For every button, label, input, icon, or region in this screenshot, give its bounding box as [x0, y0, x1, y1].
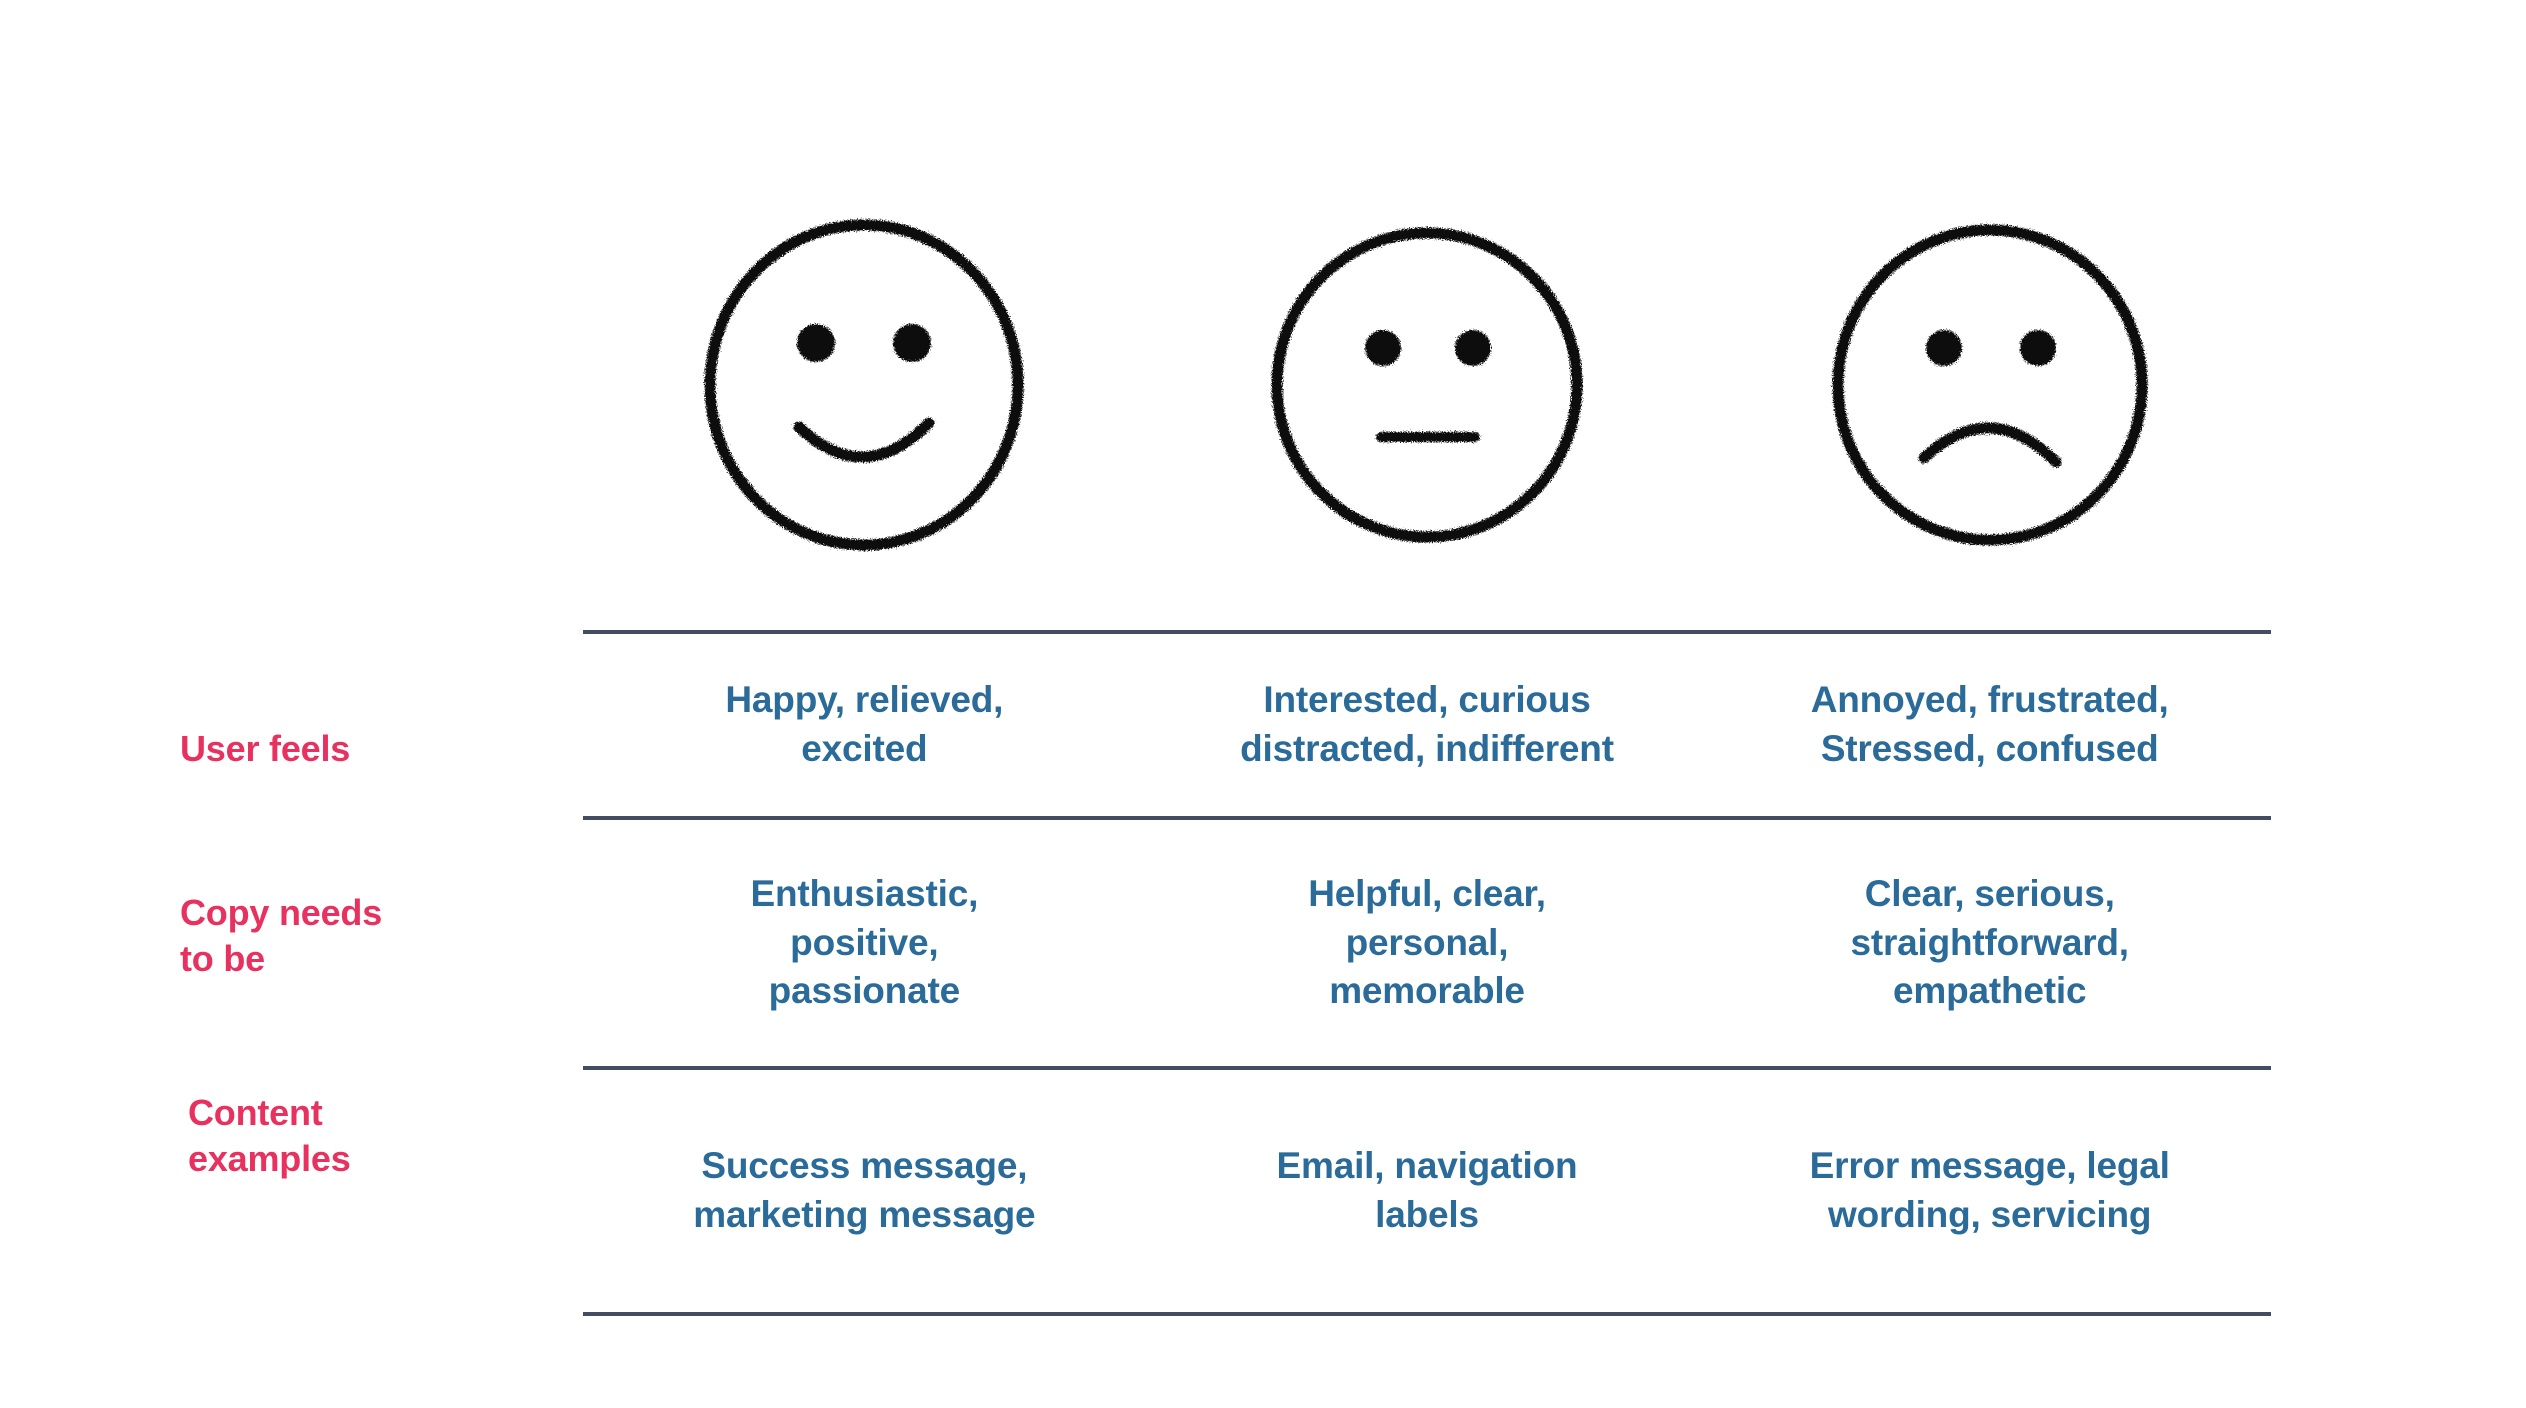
cell-content-examples-happy: Success message, marketing message: [583, 1070, 1146, 1312]
cell-text: Enthusiastic, positive, passionate: [750, 872, 979, 1012]
cell-content-examples-sad: Error message, legal wording, servicing: [1708, 1070, 2271, 1312]
divider-after-copy-needs: [583, 1066, 2271, 1070]
cell-text: Error message, legal wording, servicing: [1809, 1145, 2170, 1235]
cell-text: Happy, relieved, excited: [725, 679, 1004, 769]
divider-after-user-feels: [583, 816, 2271, 820]
cell-text: Email, navigation labels: [1276, 1145, 1578, 1235]
row-label-copy-needs-to-be: Copy needs to be: [180, 892, 383, 980]
face-cell-neutral: [1146, 170, 1709, 600]
table-row-copy-needs-to-be: Enthusiastic, positive, passionate Helpf…: [583, 820, 2271, 1066]
table-row-user-feels: Happy, relieved, excited Interested, cur…: [583, 634, 2271, 816]
faces-row: [583, 170, 2271, 600]
neutral-face-icon: [1271, 227, 1583, 543]
cell-user-feels-happy: Happy, relieved, excited: [583, 634, 1146, 816]
row-label-user-feels: User feels: [180, 728, 351, 769]
cell-text: Helpful, clear, personal, memorable: [1308, 872, 1546, 1012]
cell-copy-needs-happy: Enthusiastic, positive, passionate: [583, 820, 1146, 1066]
cell-text: Clear, serious, straightforward, empathe…: [1850, 872, 2129, 1012]
row-label-content-examples: Content examples: [188, 1092, 351, 1180]
cell-text: Interested, curious distracted, indiffer…: [1240, 679, 1614, 769]
face-cell-happy: [583, 170, 1146, 600]
cell-copy-needs-neutral: Helpful, clear, personal, memorable: [1146, 820, 1709, 1066]
sad-face-icon: [1832, 224, 2148, 546]
cell-text: Annoyed, frustrated, Stressed, confused: [1810, 679, 2169, 769]
cell-user-feels-sad: Annoyed, frustrated, Stressed, confused: [1708, 634, 2271, 816]
cell-text: Success message, marketing message: [693, 1145, 1036, 1235]
happy-face-icon: [704, 219, 1024, 551]
matrix-table: Happy, relieved, excited Interested, cur…: [583, 630, 2271, 1316]
table-row-content-examples: Success message, marketing message Email…: [583, 1070, 2271, 1312]
cell-copy-needs-sad: Clear, serious, straightforward, empathe…: [1708, 820, 2271, 1066]
cell-user-feels-neutral: Interested, curious distracted, indiffer…: [1146, 634, 1709, 816]
face-cell-sad: [1708, 170, 2271, 600]
divider-bottom: [583, 1312, 2271, 1316]
divider-top: [583, 630, 2271, 634]
cell-content-examples-neutral: Email, navigation labels: [1146, 1070, 1709, 1312]
